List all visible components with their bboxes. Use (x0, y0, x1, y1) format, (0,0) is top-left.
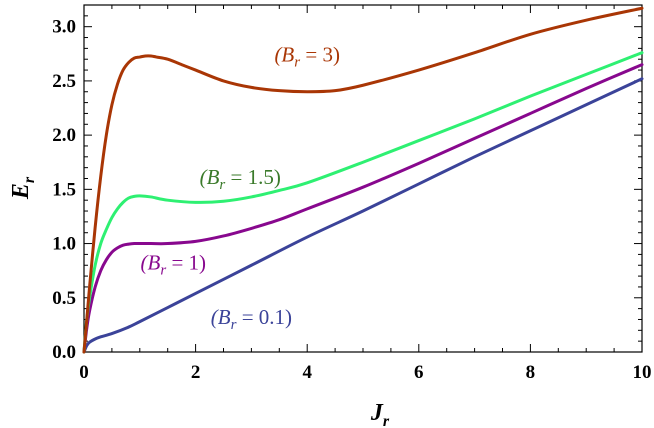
annotations: (Br = 3) (Br = 1.5) (Br = 1)(Br = 0.1) (141, 42, 340, 332)
series-label-2: (Br = 1) (141, 251, 207, 279)
y-tick-label: 0.0 (52, 342, 76, 363)
series-line-3 (82, 77, 644, 354)
x-tick-label: 8 (526, 362, 536, 383)
y-tick-label: 1.0 (52, 234, 76, 255)
x-tick-label: 6 (414, 362, 424, 383)
x-tick-label: 2 (191, 362, 201, 383)
plot-frame (83, 4, 643, 353)
series-line-0 (82, 6, 644, 354)
y-tick-label: 0.5 (52, 288, 76, 309)
series-layer (82, 6, 644, 354)
x-tick-label: 10 (633, 362, 652, 383)
y-tick-label: 1.5 (52, 179, 76, 200)
x-axis-label: Jr (370, 400, 390, 428)
series-line-1 (82, 51, 644, 354)
axes: 0 2 4 6 8 10 0.0 0.5 1.0 1.5 2.0 2.5 3.0 (52, 4, 652, 383)
y-tick-label: 2.0 (52, 125, 76, 146)
y-tick-label: 2.5 (52, 71, 76, 92)
series-label-3: (Br = 0.1) (211, 305, 292, 333)
x-tick-label: 4 (302, 362, 312, 383)
y-tick-label: 3.0 (52, 17, 76, 38)
y-axis-label: Er (8, 176, 38, 200)
series-label-0: (Br = 3) (274, 42, 340, 70)
series-label-1: (Br = 1.5) (200, 165, 281, 193)
x-tick-label: 0 (79, 362, 89, 383)
series-line-2 (82, 63, 644, 354)
